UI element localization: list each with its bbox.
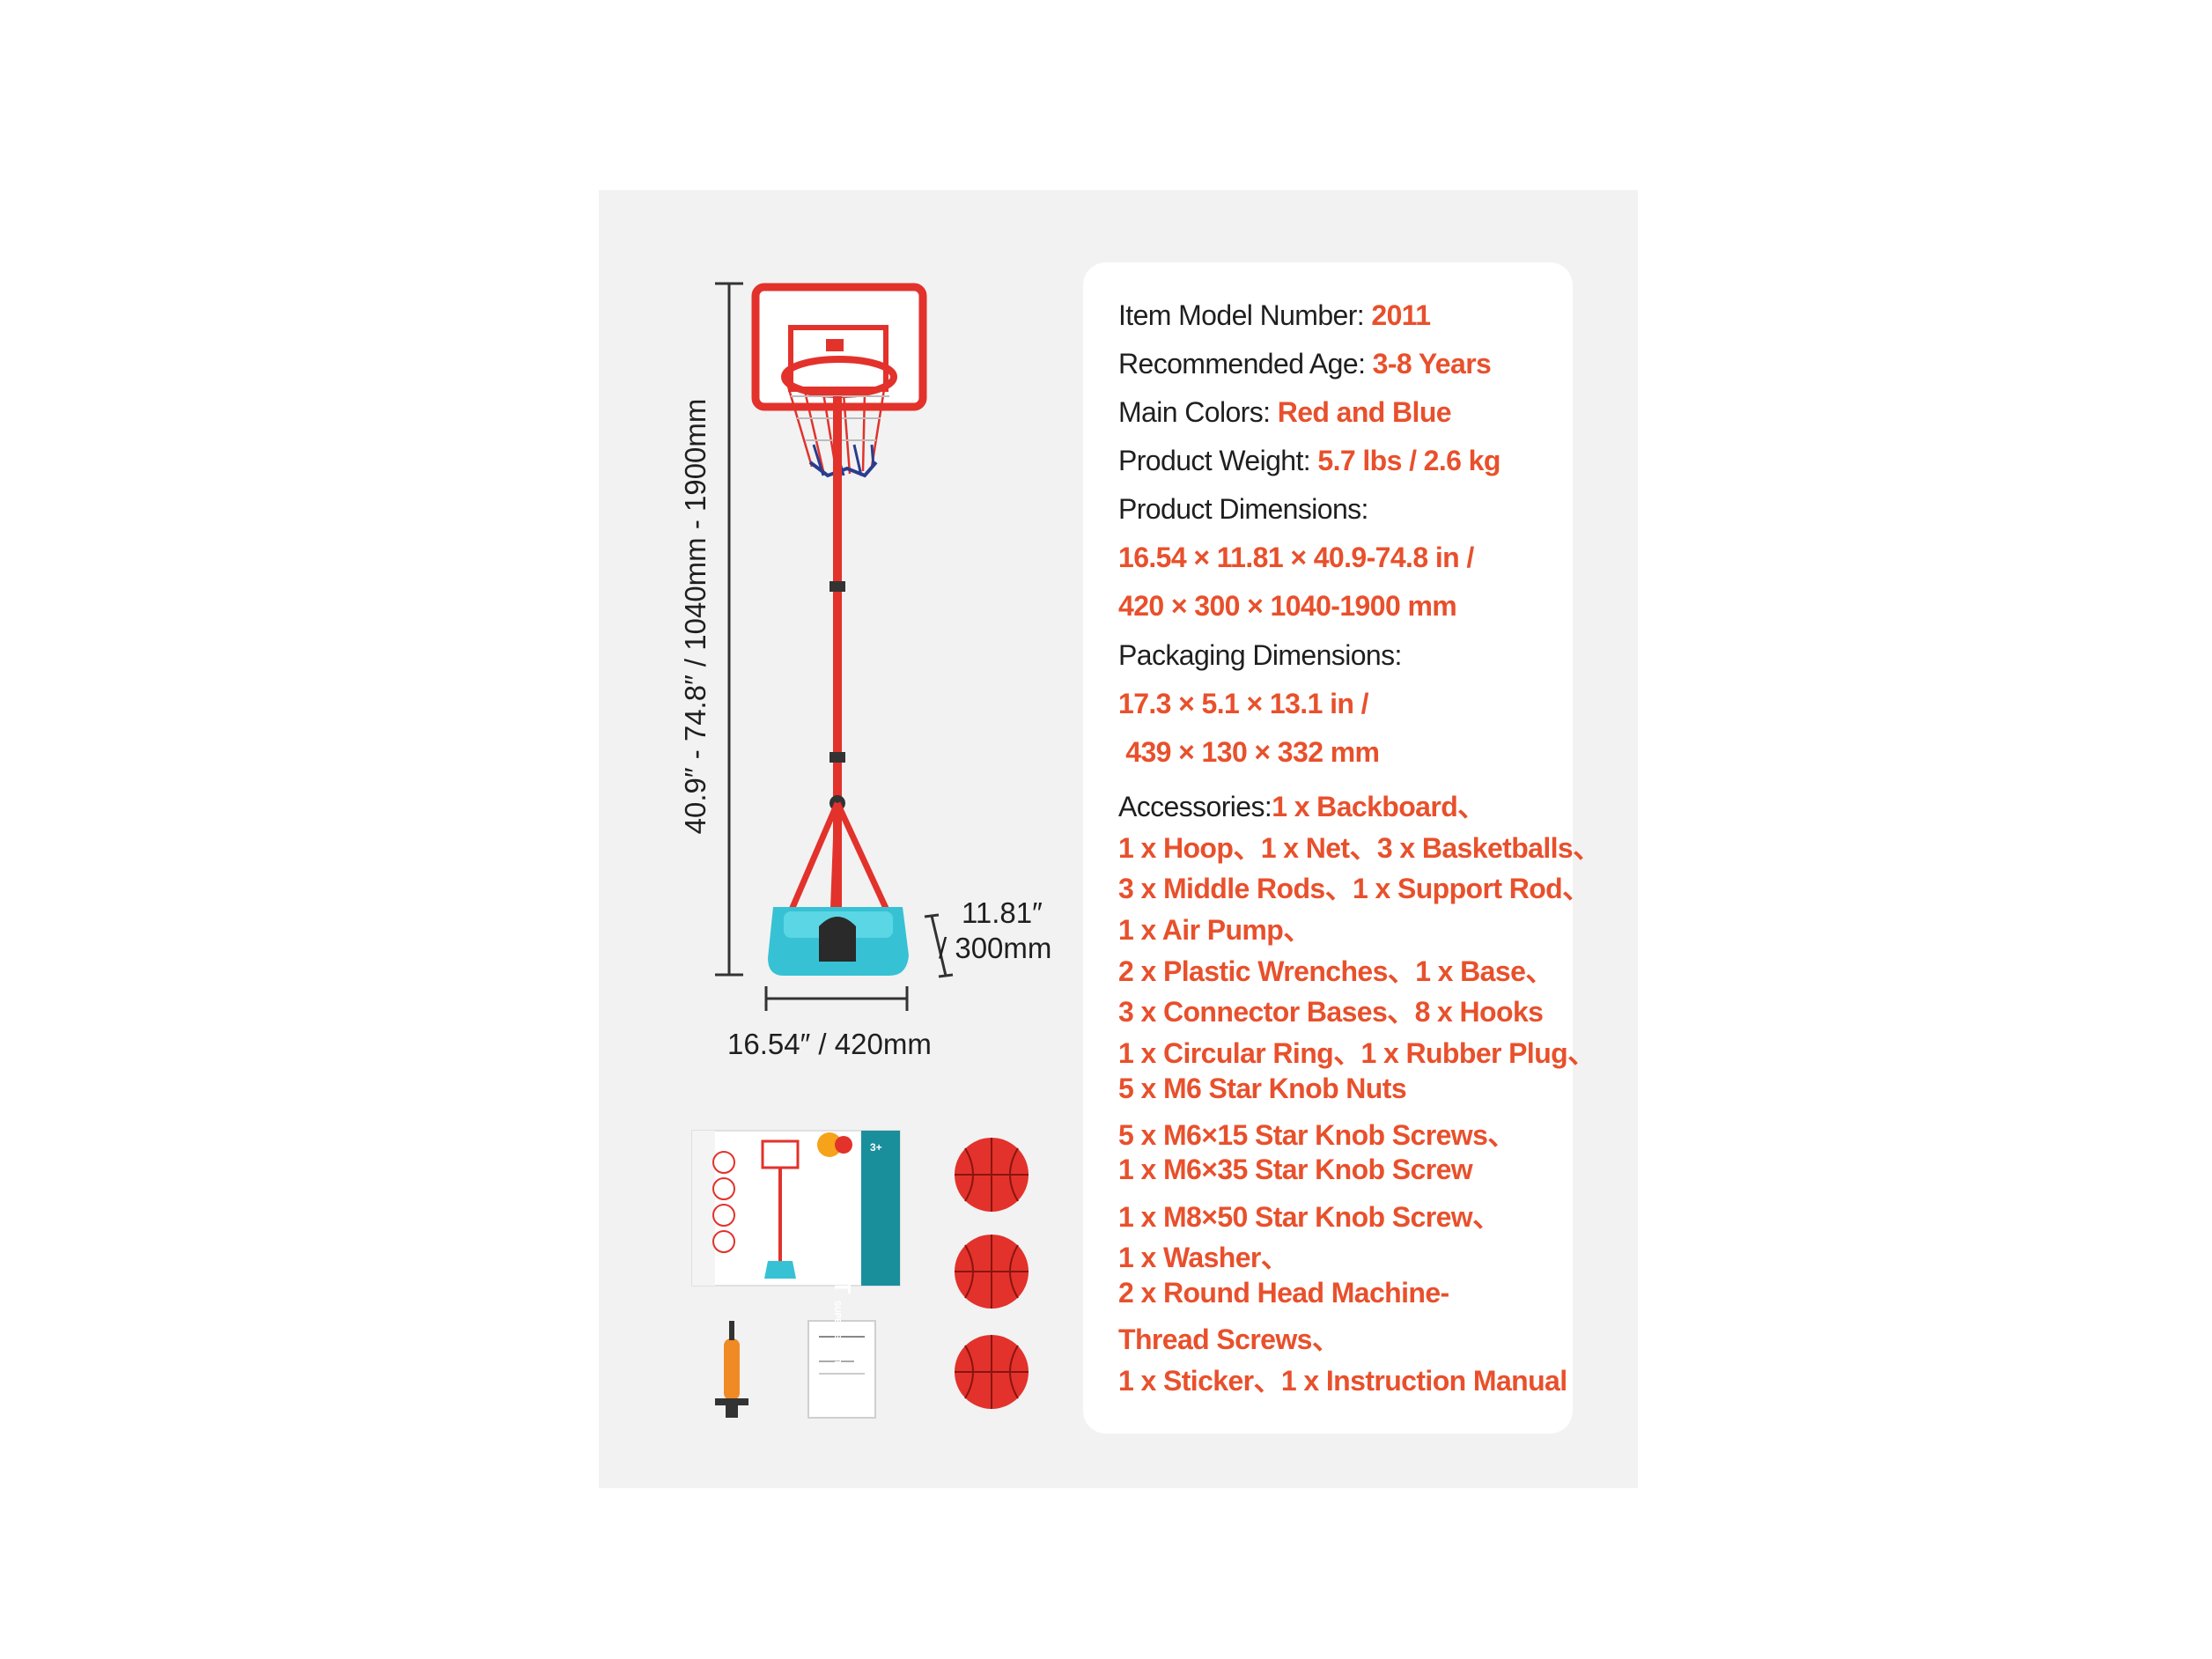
- spec-accessories-label: Accessories:: [1118, 791, 1272, 822]
- spec-accessories: Accessories:1 x Backboard、: [1118, 785, 1486, 825]
- accessory-line: 3 x Connector Bases、8 x Hooks: [1118, 996, 1544, 1028]
- spec-colors-value: Red and Blue: [1277, 396, 1452, 428]
- accessory-line: 1 x Hoop、1 x Net、3 x Basketballs、: [1118, 832, 1601, 864]
- accessory-line: 1 x Washer、: [1118, 1242, 1289, 1273]
- accessory-line: 1 x Sticker、1 x Instruction Manual: [1118, 1365, 1567, 1397]
- spec-accessories-first: 1 x Backboard、: [1272, 791, 1486, 822]
- spec-product-dims-label: Product Dimensions:: [1118, 493, 1368, 525]
- spec-model-label: Item Model Number:: [1118, 299, 1365, 331]
- air-pump: [715, 1321, 748, 1418]
- box-age-badge: 3+: [870, 1141, 882, 1154]
- accessory-line: 3 x Middle Rods、1 x Support Rod、: [1118, 873, 1590, 904]
- height-dimension-line: [715, 282, 743, 977]
- accessory-line: 2 x Round Head Machine-: [1118, 1277, 1449, 1309]
- width-dimension-line: [764, 986, 909, 1011]
- accessory-line: 1 x Air Pump、: [1118, 914, 1311, 946]
- spec-colors-label: Main Colors:: [1118, 396, 1271, 428]
- spec-packaging-dims-label: Packaging Dimensions:: [1118, 639, 1402, 671]
- support-legs: [785, 801, 893, 921]
- backboard: [751, 283, 927, 411]
- spec-packaging-dims-line2: 439 × 130 × 332 mm: [1118, 736, 1380, 768]
- spec-weight-label: Product Weight:: [1118, 445, 1311, 476]
- accessory-line: 5 x M6 Star Knob Nuts: [1118, 1073, 1407, 1104]
- spec-packaging-dims-line1: 17.3 × 5.1 × 13.1 in /: [1118, 688, 1369, 719]
- spec-card: Item Model Number: 2011 Recommended Age:…: [1083, 262, 1601, 1434]
- box-brand-label: SPORT: [830, 1215, 856, 1294]
- accessory-line: 2 x Plastic Wrenches、1 x Base、: [1118, 955, 1553, 987]
- spec-product-dims-line2: 420 × 300 × 1040-1900 mm: [1118, 590, 1457, 622]
- box-brand-text: SPORT SUPER SHOOT: [829, 1215, 856, 1365]
- spec-weight-value: 5.7 lbs / 2.6 kg: [1317, 445, 1500, 476]
- product-box-image: [691, 1130, 901, 1287]
- spec-age-value: 3-8 Years: [1372, 348, 1492, 380]
- box-sub-label: SUPER SHOOT: [832, 1300, 842, 1365]
- spec-weight: Product Weight: 5.7 lbs / 2.6 kg: [1118, 445, 1500, 477]
- instruction-manual: [807, 1320, 876, 1419]
- accessory-line: Thread Screws、: [1118, 1324, 1340, 1355]
- spec-model: Item Model Number: 2011: [1118, 299, 1431, 332]
- spec-product-dims: Product Dimensions:: [1118, 493, 1368, 526]
- width-dimension-label: 16.54″ / 420mm: [727, 1028, 932, 1060]
- spec-age-label: Recommended Age:: [1118, 348, 1366, 380]
- blue-base: [768, 907, 909, 976]
- accessory-line: 1 x M6×35 Star Knob Screw: [1118, 1154, 1473, 1185]
- basketballs: [955, 1138, 1029, 1409]
- accessory-line: 1 x M8×50 Star Knob Screw、: [1118, 1201, 1500, 1233]
- depth-dimension-line: [924, 913, 954, 978]
- spec-model-value: 2011: [1371, 299, 1431, 331]
- spec-product-dims-line1: 16.54 × 11.81 × 40.9-74.8 in /: [1118, 542, 1474, 573]
- spec-colors: Main Colors: Red and Blue: [1118, 396, 1452, 429]
- spec-packaging-dims: Packaging Dimensions:: [1118, 639, 1402, 672]
- depth-dimension-label-1: 11.81″: [962, 896, 1043, 929]
- depth-dimension-label-2: / 300mm: [939, 932, 1052, 964]
- height-dimension-label: 40.9″ - 74.8″ / 1040mm - 1900mm: [679, 398, 712, 835]
- spec-age: Recommended Age: 3-8 Years: [1118, 348, 1492, 380]
- accessory-line: 1 x Circular Ring、1 x Rubber Plug、: [1118, 1037, 1596, 1069]
- accessory-line: 5 x M6×15 Star Knob Screws、: [1118, 1119, 1515, 1151]
